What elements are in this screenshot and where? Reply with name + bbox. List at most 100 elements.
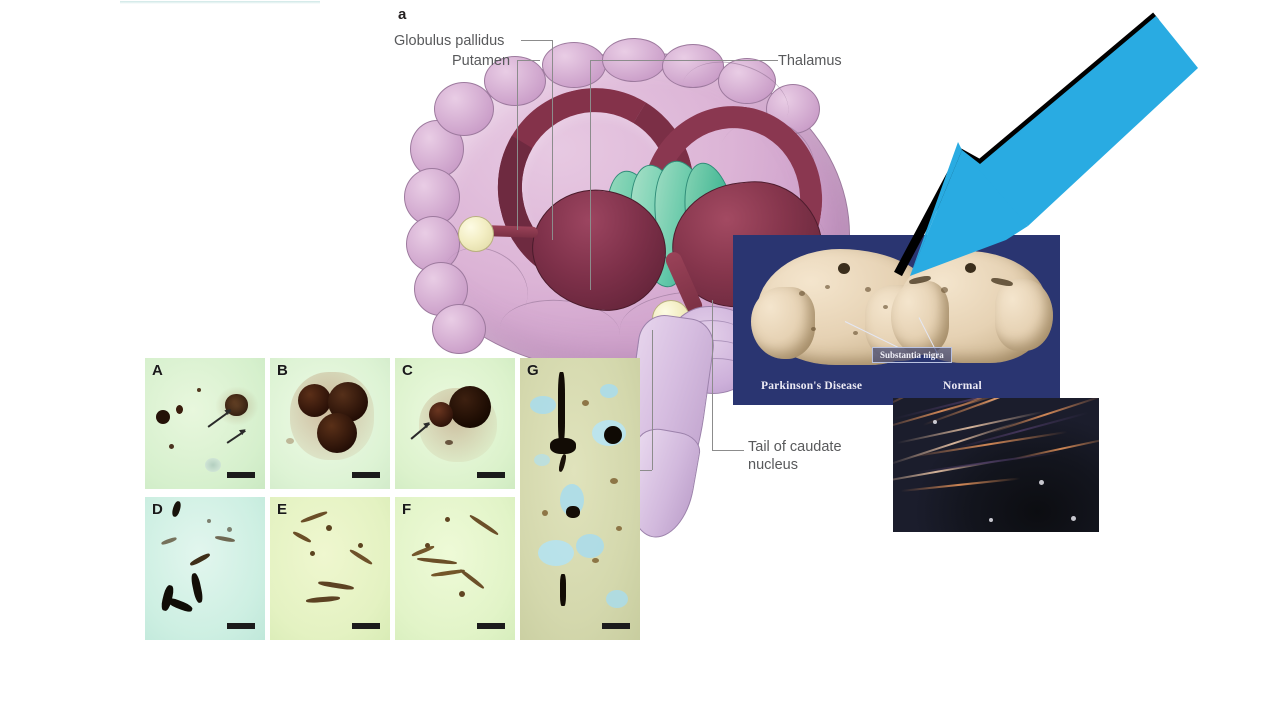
lewy-neurite bbox=[566, 506, 580, 518]
caption-parkinsons-disease: Parkinson's Disease bbox=[761, 380, 863, 392]
lewy-neurite bbox=[292, 530, 312, 544]
panel-letter-c: C bbox=[402, 362, 413, 379]
lewy-neurite bbox=[305, 595, 341, 604]
panel-letter-b: B bbox=[277, 362, 288, 379]
scale-bar bbox=[227, 623, 255, 629]
lewy-neurite bbox=[550, 438, 576, 454]
panel-letter-e: E bbox=[277, 501, 288, 518]
caption-normal: Normal bbox=[943, 380, 982, 392]
leader-line-thalamus bbox=[752, 60, 778, 61]
tissue-speck bbox=[425, 543, 430, 548]
lewy-neurite bbox=[411, 544, 435, 558]
tissue-speck bbox=[459, 591, 465, 597]
neuron-blue bbox=[600, 384, 618, 398]
leader-line-tail-caudate-vert bbox=[712, 300, 713, 450]
tissue-speck bbox=[616, 526, 622, 531]
em-bead bbox=[989, 518, 993, 522]
substantia-nigra-callout-label: Substantia nigra bbox=[872, 347, 952, 363]
midbrain-specimen-photo: Substantia nigra Parkinson's Disease Nor… bbox=[733, 235, 1060, 405]
pigment-speck bbox=[853, 331, 858, 335]
lewy-neurite bbox=[170, 500, 183, 518]
histology-panel-f: F bbox=[395, 497, 515, 640]
label-globulus-pallidus: Globulus pallidus bbox=[394, 33, 505, 49]
histology-panel-g: G bbox=[520, 358, 640, 640]
leader-line-tail-caudate bbox=[712, 450, 744, 451]
tissue-speck bbox=[542, 510, 548, 516]
tissue-speck bbox=[610, 478, 618, 484]
lewy-neurite bbox=[604, 426, 622, 444]
lewy-neurite bbox=[166, 596, 194, 614]
scale-bar bbox=[477, 472, 505, 478]
tissue-speck bbox=[592, 558, 599, 563]
midbrain-parkinsons-lobe bbox=[751, 287, 815, 359]
panel-letter-f: F bbox=[402, 501, 412, 518]
pigment-speck bbox=[865, 287, 871, 292]
scale-bar bbox=[352, 623, 380, 629]
lewy-body bbox=[156, 410, 170, 424]
leader-line-thalamus-join bbox=[590, 60, 752, 61]
lewy-neurite bbox=[557, 453, 568, 473]
lewy-neurite bbox=[189, 552, 211, 567]
lewy-neurite bbox=[214, 535, 236, 543]
histology-panel-b: B bbox=[270, 358, 390, 489]
cerebellum-fold bbox=[682, 358, 750, 389]
em-bead bbox=[1039, 480, 1044, 485]
neuron-blue bbox=[606, 590, 628, 608]
cerebral-aqueduct bbox=[965, 263, 976, 273]
tissue-speck bbox=[169, 444, 174, 449]
label-tail-of-caudate-nucleus: Tail of caudate nucleus bbox=[748, 439, 842, 474]
lewy-neurite bbox=[468, 513, 500, 537]
cerebellum-fold bbox=[676, 320, 746, 355]
lewy-body-halo bbox=[215, 386, 259, 426]
neuron-blue bbox=[538, 540, 574, 566]
gyrus-bump bbox=[432, 304, 486, 354]
scale-bar bbox=[227, 472, 255, 478]
lewy-neurite bbox=[348, 548, 374, 566]
tissue-speck bbox=[205, 458, 221, 472]
lewy-body bbox=[429, 402, 453, 427]
tissue-speck bbox=[310, 551, 315, 556]
leader-line-tail-caudate-vert2 bbox=[652, 330, 653, 470]
panel-letter-g: G bbox=[527, 362, 539, 379]
histology-panel-e: E bbox=[270, 497, 390, 640]
gyrus-bump bbox=[718, 58, 776, 104]
gyrus-bump bbox=[766, 84, 820, 134]
histology-panel-d: D bbox=[145, 497, 265, 640]
leader-line-thalamus-vert bbox=[590, 60, 591, 290]
tissue-speck bbox=[445, 517, 450, 522]
panel-letter-a: A bbox=[152, 362, 163, 379]
histology-panel-a: A bbox=[145, 358, 265, 489]
lewy-neurite bbox=[560, 574, 566, 606]
tissue-speck bbox=[286, 438, 294, 444]
lewy-neurite bbox=[300, 510, 328, 524]
figure-panel-letter-a: a bbox=[398, 6, 407, 23]
pigment-speck bbox=[811, 327, 816, 331]
tissue-speck bbox=[207, 519, 211, 523]
gyrus-bump bbox=[406, 216, 460, 272]
cerebral-aqueduct bbox=[838, 263, 850, 274]
lewy-body bbox=[176, 405, 183, 414]
lewy-body bbox=[317, 413, 357, 453]
histology-montage: A B C bbox=[145, 358, 640, 640]
gyrus-bump bbox=[434, 82, 494, 136]
lewy-body bbox=[449, 386, 491, 428]
leader-line-globulus-pallidus-vert bbox=[552, 40, 553, 240]
tissue-speck bbox=[445, 440, 453, 445]
pigment-speck bbox=[941, 287, 948, 293]
neuron-blue bbox=[530, 396, 556, 414]
lewy-body bbox=[298, 384, 331, 417]
lewy-neurite bbox=[317, 580, 355, 591]
filament bbox=[912, 451, 1062, 474]
lewy-neurite bbox=[558, 372, 565, 444]
filament bbox=[988, 398, 1099, 434]
leader-line-globulus-pallidus bbox=[521, 40, 553, 41]
em-bead bbox=[1071, 516, 1076, 521]
label-putamen: Putamen bbox=[452, 53, 511, 69]
label-thalamus: Thalamus bbox=[778, 53, 842, 69]
top-divider-rule bbox=[120, 1, 320, 4]
filament bbox=[1012, 437, 1099, 460]
scale-bar bbox=[352, 472, 380, 478]
lewy-neurite bbox=[189, 572, 205, 604]
tissue-speck bbox=[358, 543, 363, 548]
